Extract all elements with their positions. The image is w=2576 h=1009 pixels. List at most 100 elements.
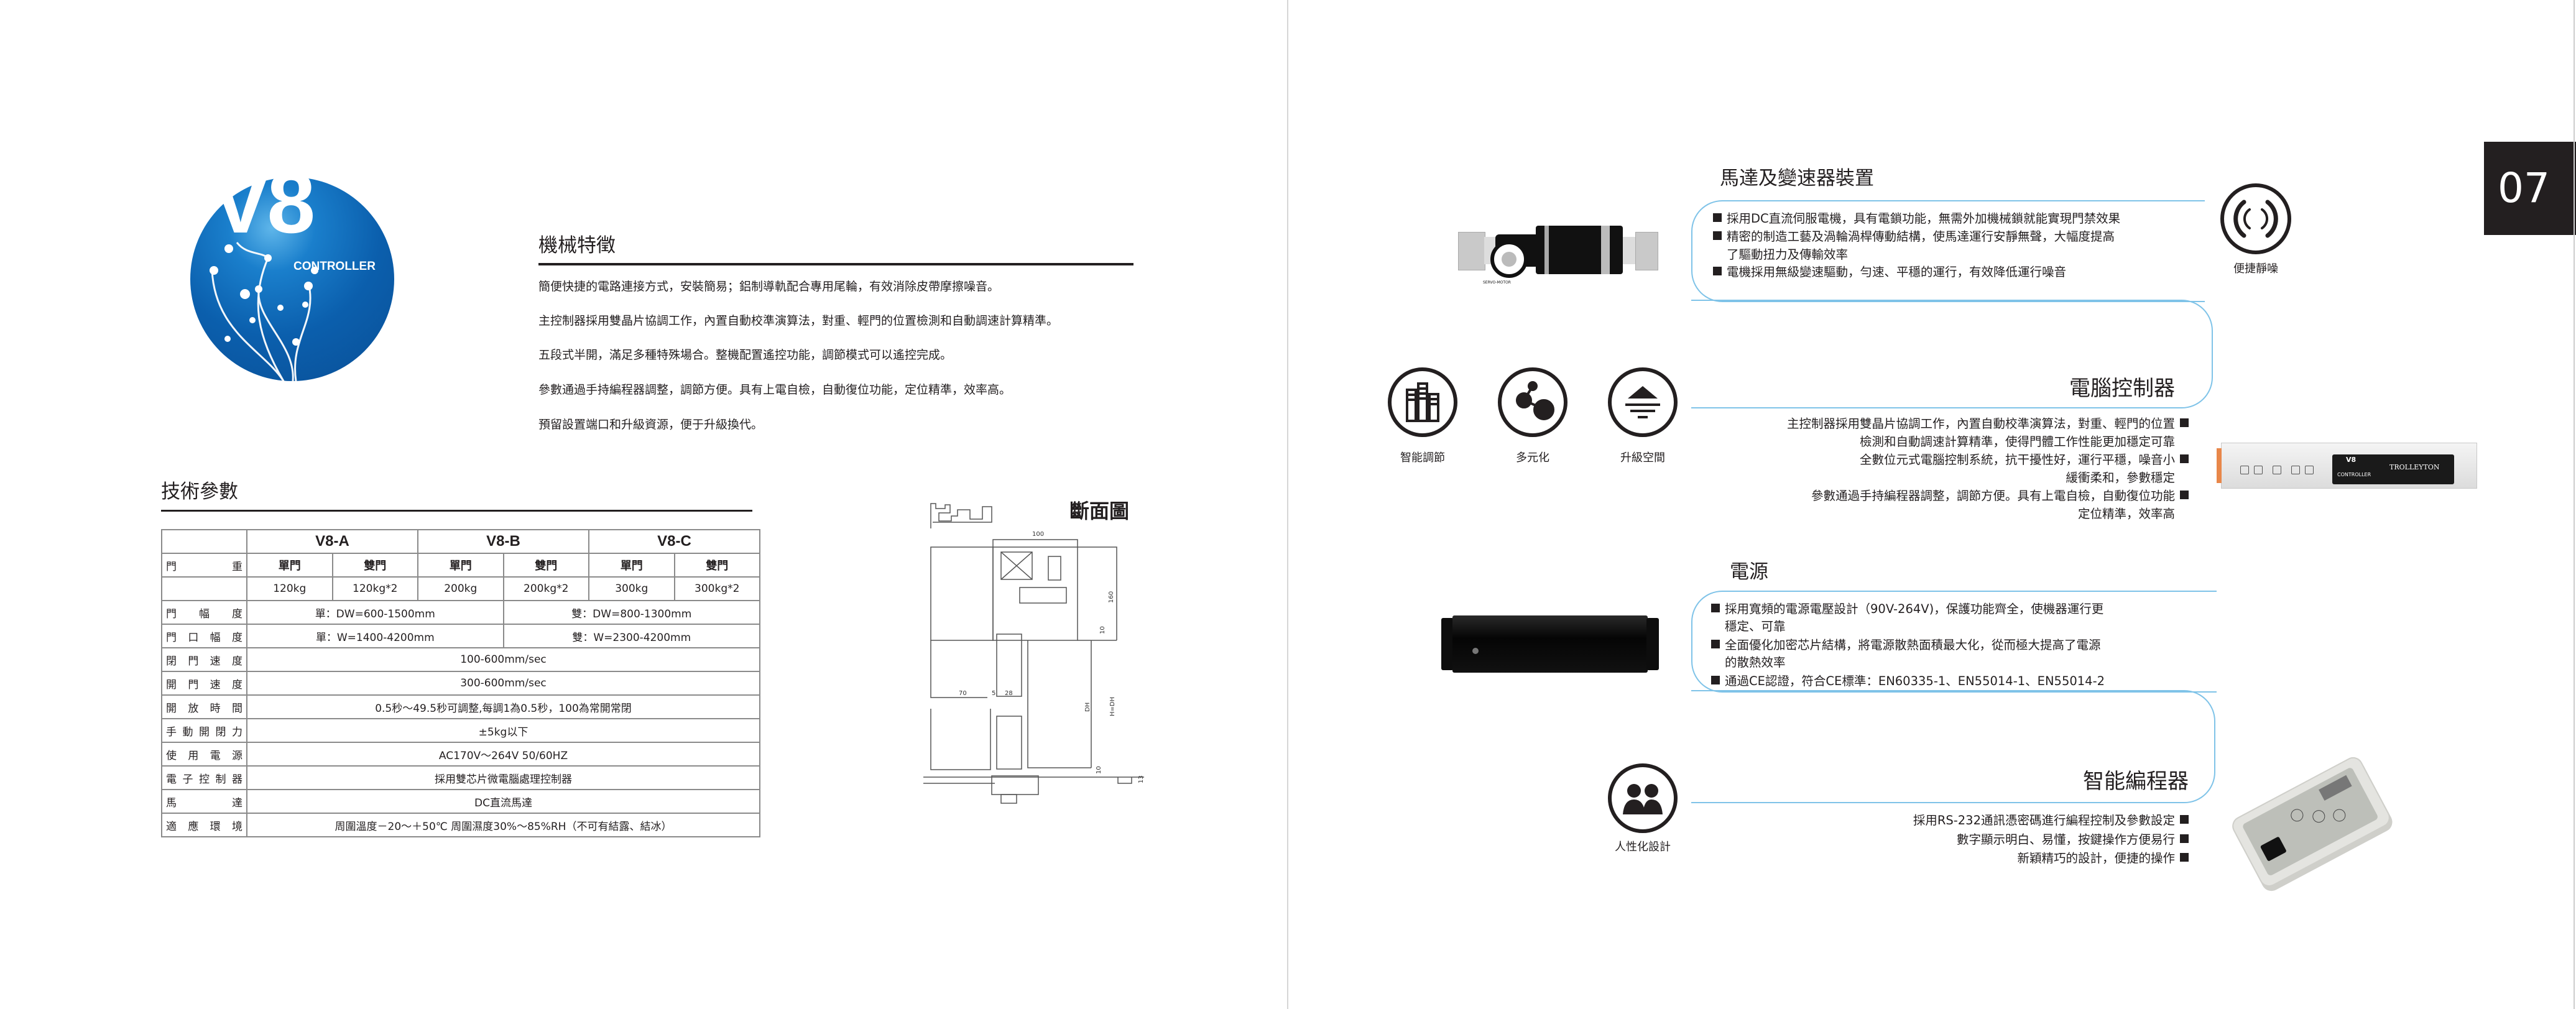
bullet-square-icon bbox=[2180, 454, 2189, 463]
controller-photo-brand: TROLLEYTON bbox=[2389, 463, 2440, 471]
power-bracket bbox=[1691, 591, 2217, 693]
weight-value: 120kg*2 bbox=[331, 576, 418, 601]
row-label: 門口幅度 bbox=[161, 624, 247, 648]
dimension-label: 160 bbox=[1108, 591, 1115, 603]
power-title: 電源 bbox=[1730, 561, 1768, 583]
dimension-label: 70 bbox=[959, 690, 967, 697]
controller-photo-model-sub: CONTROLLER bbox=[2337, 472, 2371, 477]
features-underline bbox=[538, 263, 1133, 265]
row-label: 開放時間 bbox=[161, 694, 247, 719]
quiet-icon-label: 便捷靜噪 bbox=[2233, 262, 2278, 275]
bullet-text: 通過CE認證，符合CE標準：EN60335-1、EN55014-1、EN5501… bbox=[1725, 674, 2105, 688]
bullet-text: 主控制器採用雙晶片協調工作，內置自動校準演算法，對重、輕門的位置 bbox=[1786, 417, 2175, 431]
weight-value: 120kg bbox=[246, 576, 333, 601]
programmer-line: 新穎精巧的設計，便捷的操作 bbox=[1679, 852, 2189, 865]
dimension-label: 100 bbox=[1032, 531, 1044, 538]
table-row: 適應環境周圍溫度－20～＋50℃ 周圍濕度30%～85%RH（不可有結露、結冰） bbox=[161, 813, 760, 837]
weight-value: 200kg*2 bbox=[502, 576, 589, 601]
programmer-title: 智能編程器 bbox=[2083, 769, 2189, 794]
cross-section-drawing: 100 160 10 70 5 28 DH H=DH 10 13 bbox=[923, 503, 1145, 804]
door-type: 雙門 bbox=[331, 553, 418, 578]
controller-line-continuation: 定位精準，效率高 bbox=[2077, 507, 2175, 521]
specs-title: 技術參數 bbox=[161, 481, 238, 503]
page-divider bbox=[1287, 0, 1288, 1009]
smart-adjust-label: 智能調節 bbox=[1400, 451, 1445, 464]
door-type: 單門 bbox=[417, 553, 504, 578]
logo-mark: V8 bbox=[211, 154, 315, 251]
door-type: 雙門 bbox=[502, 553, 589, 578]
controller-photo-model: V8 bbox=[2346, 456, 2357, 464]
bullet-square-icon bbox=[1711, 604, 1720, 612]
specs-underline bbox=[161, 510, 752, 512]
dimension-label: 10 bbox=[1096, 766, 1102, 774]
row-value: ±5kg以下 bbox=[246, 718, 760, 743]
bullet-text: 採用RS-232通訊憑密碼進行編程控制及參數設定 bbox=[1913, 813, 2175, 827]
bullet-text: 採用寬頻的電源電壓設計（90V-264V)，保護功能齊全，使機器運行更 bbox=[1725, 602, 2104, 616]
single-value: 單：DW=600-1500mm bbox=[246, 600, 504, 625]
upgrade-icon bbox=[1608, 367, 1678, 437]
bullet-square-icon bbox=[2180, 418, 2189, 427]
bullet-text: 採用DC直流伺服電機，具有電鎖功能，無需外加機械鎖就能實現門禁效果 bbox=[1727, 211, 2121, 226]
door-type: 單門 bbox=[588, 553, 675, 578]
dimension-label: 10 bbox=[1099, 626, 1106, 634]
dimension-label: 13 bbox=[1138, 775, 1145, 783]
programmer-line: 數字顯示明白、易懂，按鍵操作方便易行 bbox=[1679, 834, 2189, 846]
programmer-bracket bbox=[1691, 690, 2215, 803]
bullet-square-icon bbox=[2180, 853, 2189, 862]
motor-title: 馬達及變速器裝置 bbox=[1720, 167, 1874, 190]
table-row: 門口幅度 單：W=1400-4200mm 雙：W=2300-4200mm bbox=[161, 624, 760, 648]
bullet-text: 新穎精巧的設計，便捷的操作 bbox=[2017, 851, 2175, 865]
diversified-label: 多元化 bbox=[1516, 451, 1549, 464]
bullet-square-icon bbox=[1711, 640, 1720, 648]
bullet-text: 參數通過手持編程器調整，調節方便。具有上電自檢，自動復位功能 bbox=[1811, 489, 2175, 503]
row-value: AC170V～264V 50/60HZ bbox=[246, 742, 760, 767]
bullet-square-icon bbox=[1713, 231, 1722, 240]
smart-adjust-icon bbox=[1388, 367, 1457, 437]
motor-bullet: 採用DC直流伺服電機，具有電鎖功能，無需外加機械鎖就能實現門禁效果 bbox=[1713, 213, 2120, 225]
bullet-text: 電機採用無級變速驅動，勻速、平穩的運行，有效降低運行噪音 bbox=[1727, 265, 2067, 279]
controller-line: 主控制器採用雙晶片協調工作，內置自動校準演算法，對重、輕門的位置 bbox=[1679, 418, 2189, 430]
row-label: 電子控制器 bbox=[161, 765, 247, 790]
row-label: 馬達 bbox=[161, 789, 247, 814]
model-header: V8-B bbox=[417, 529, 589, 554]
power-bullet-continuation: 的散熱效率 bbox=[1725, 655, 1786, 670]
row-value: 周圍溫度－20～＋50℃ 周圍濕度30%～85%RH（不可有結露、結冰） bbox=[246, 813, 760, 837]
feature-paragraph: 預留設置端口和升級資源，便于升級換代。 bbox=[538, 418, 764, 431]
dimension-label: H=DH bbox=[1109, 697, 1116, 716]
motor-photo-label: SERVO-MOTOR bbox=[1483, 280, 1511, 285]
row-value: 0.5秒～49.5秒可調整,每調1為0.5秒，100為常開常閉 bbox=[246, 694, 760, 719]
row-label: 閉門速度 bbox=[161, 647, 247, 672]
feature-paragraph: 參數通過手持編程器調整，調節方便。具有上電自檢，自動復位功能，定位精準，效率高。 bbox=[538, 383, 1012, 397]
dimension-label: 5 bbox=[992, 690, 995, 697]
table-row: 門重 單門 雙門 單門 雙門 單門 雙門 bbox=[161, 553, 760, 578]
controller-line-continuation: 緩衝柔和，參數穩定 bbox=[2066, 471, 2175, 485]
table-row: 120kg 120kg*2 200kg 200kg*2 300kg 300kg*… bbox=[161, 576, 760, 601]
motor-bracket bbox=[1691, 200, 2205, 302]
power-bullet: 採用寬頻的電源電壓設計（90V-264V)，保護功能齊全，使機器運行更 bbox=[1711, 603, 2103, 615]
door-type: 雙門 bbox=[673, 553, 760, 578]
feature-paragraph: 五段式半開，滿足多種特殊場合。整機配置遙控功能，調節模式可以遙控完成。 bbox=[538, 348, 953, 362]
programmer-photo bbox=[2228, 753, 2394, 890]
logo-subtitle: CONTROLLER bbox=[293, 260, 376, 273]
feature-paragraph: 簡便快捷的電路連接方式，安裝簡易；鋁制導軌配合專用尾輪，有效消除皮帶摩擦噪音。 bbox=[538, 280, 1000, 293]
user-friendly-label: 人性化設計 bbox=[1615, 841, 1671, 854]
bullet-square-icon bbox=[2180, 491, 2189, 499]
power-bullet: 全面優化加密芯片結構，將電源散熱面積最大化，從而極大提高了電源 bbox=[1711, 639, 2101, 652]
table-row: 門幅度 單：DW=600-1500mm 雙：DW=800-1300mm bbox=[161, 600, 760, 625]
power-bullet-continuation: 穩定、可靠 bbox=[1725, 619, 1786, 634]
single-value: 單：W=1400-4200mm bbox=[246, 624, 504, 648]
bullet-text: 數字顯示明白、易懂，按鍵操作方便易行 bbox=[1956, 832, 2175, 847]
dimension-label: DH bbox=[1084, 703, 1091, 712]
controller-bracket bbox=[1691, 300, 2213, 408]
power-supply-photo bbox=[1441, 615, 1659, 673]
dimension-label: 28 bbox=[1005, 690, 1013, 697]
motor-bullet-continuation: 了驅動扭力及傳輸效率 bbox=[1727, 247, 1849, 262]
controller-title: 電腦控制器 bbox=[2069, 376, 2175, 401]
row-value: DC直流馬達 bbox=[246, 789, 760, 814]
row-label: 使用電源 bbox=[161, 742, 247, 767]
